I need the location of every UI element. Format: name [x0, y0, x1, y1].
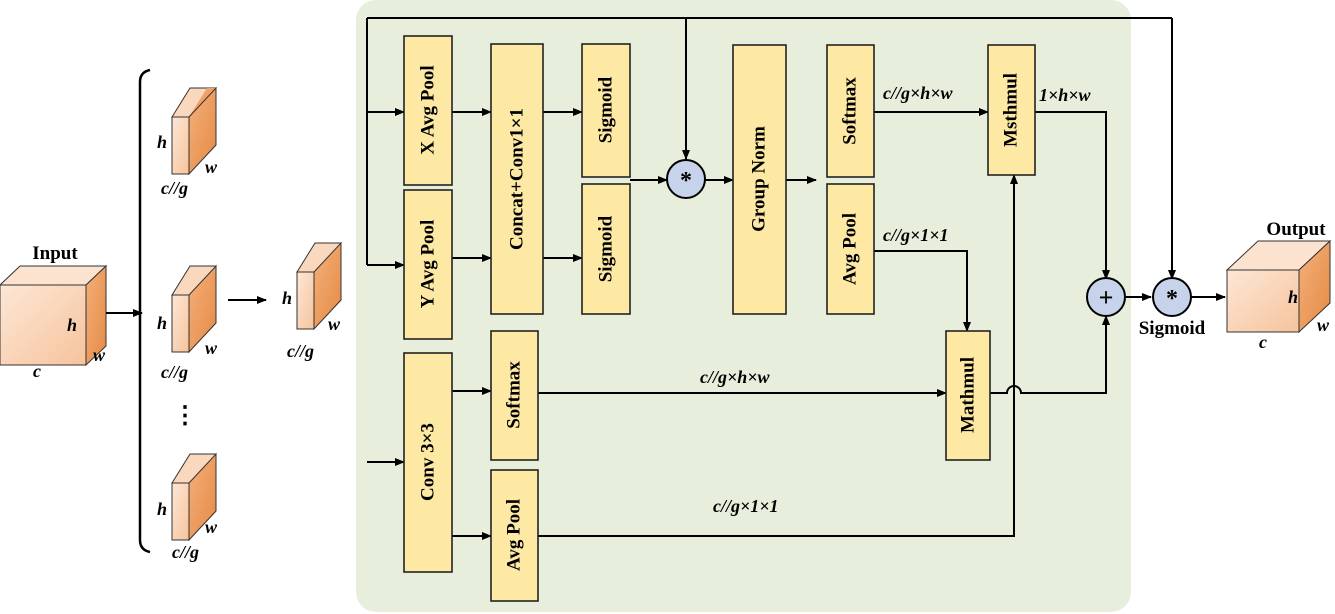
multiply-operator-1-symbol: *: [680, 168, 692, 194]
group1-w: w: [205, 157, 218, 177]
grouped-cg: c//g: [287, 341, 314, 361]
group-slab-3: [171, 452, 217, 542]
softmax-bottom-label: Softmax: [504, 361, 525, 429]
conv3x3-label: Conv 3×3: [418, 423, 439, 501]
group1-cg: c//g: [161, 178, 188, 198]
concat-conv-label: Concat+Conv1×1: [507, 108, 528, 250]
block-sigmoid-2: [581, 183, 631, 315]
top-softmax-shape-label: c//g×h×w: [883, 83, 954, 103]
sigmoid-2-label: Sigmoid: [596, 215, 617, 282]
block-mathmul: [945, 330, 991, 461]
group-bracket: [138, 68, 151, 554]
grouped-h: h: [282, 288, 292, 308]
multiply-operator-2: [1152, 277, 1192, 317]
input-c-label: c: [33, 361, 41, 381]
group-slab-2: [171, 264, 217, 354]
group2-w: w: [205, 338, 218, 358]
grouped-slab: [296, 241, 342, 331]
block-msthmul: [987, 44, 1036, 176]
group2-h: h: [157, 313, 167, 333]
group-norm-label: Group Norm: [749, 126, 770, 232]
group2-cg: c//g: [161, 362, 188, 382]
connections: [366, 17, 1226, 540]
multiply-operator-2-symbol: *: [1166, 286, 1178, 312]
grouped-w: w: [328, 314, 341, 334]
block-avg-pool-mid: [826, 183, 875, 315]
group-slab-1: [171, 86, 217, 176]
add-operator-symbol: +: [1099, 283, 1114, 312]
multiply-operator-1: [666, 159, 706, 199]
mathmul-label: Mathmul: [958, 357, 979, 433]
output-cube: [1225, 239, 1332, 334]
avg-pool-mid-label: Avg Pool: [840, 213, 861, 285]
block-group-norm: [732, 44, 787, 315]
avg-pool-bottom-label: Avg Pool: [504, 499, 525, 571]
input-title: Input: [32, 243, 78, 264]
input-w-label: w: [93, 345, 106, 365]
group3-cg: c//g: [172, 542, 199, 562]
bottom-softmax-shape-label: c//g×h×w: [700, 367, 771, 387]
block-x-avg-pool: [403, 35, 453, 186]
sigmoid-operator-label: Sigmoid: [1139, 318, 1206, 339]
add-operator: [1086, 277, 1126, 317]
output-h-label: h: [1288, 287, 1298, 307]
block-concat-conv: [490, 43, 544, 315]
input-cube: [0, 264, 108, 367]
block-y-avg-pool: [403, 189, 453, 340]
output-c-label: c: [1259, 332, 1267, 352]
msthmul-label: Msthmul: [1001, 73, 1022, 147]
sigmoid-1-label: Sigmoid: [596, 76, 617, 143]
block-conv3x3: [403, 352, 453, 573]
block-avg-pool-bottom: [490, 469, 539, 602]
top-avgpool-shape-label: c//g×1×1: [883, 225, 949, 245]
y-avg-pool-label: Y Avg Pool: [418, 220, 439, 309]
bottom-avgpool-shape-label: c//g×1×1: [713, 496, 779, 516]
x-avg-pool-label: X Avg Pool: [418, 65, 439, 154]
group3-w: w: [205, 517, 218, 537]
block-sigmoid-1: [581, 43, 631, 178]
group3-h: h: [157, 499, 167, 519]
block-softmax-top: [826, 44, 875, 178]
msthmul-out-shape-label: 1×h×w: [1039, 85, 1092, 105]
output-w-label: w: [1317, 315, 1330, 335]
group1-h: h: [157, 132, 167, 152]
output-title: Output: [1266, 219, 1326, 240]
groups-ellipsis: ⋮: [173, 403, 197, 429]
block-softmax-bottom: [490, 330, 539, 461]
softmax-top-label: Softmax: [840, 77, 861, 145]
input-h-label: h: [67, 315, 77, 335]
